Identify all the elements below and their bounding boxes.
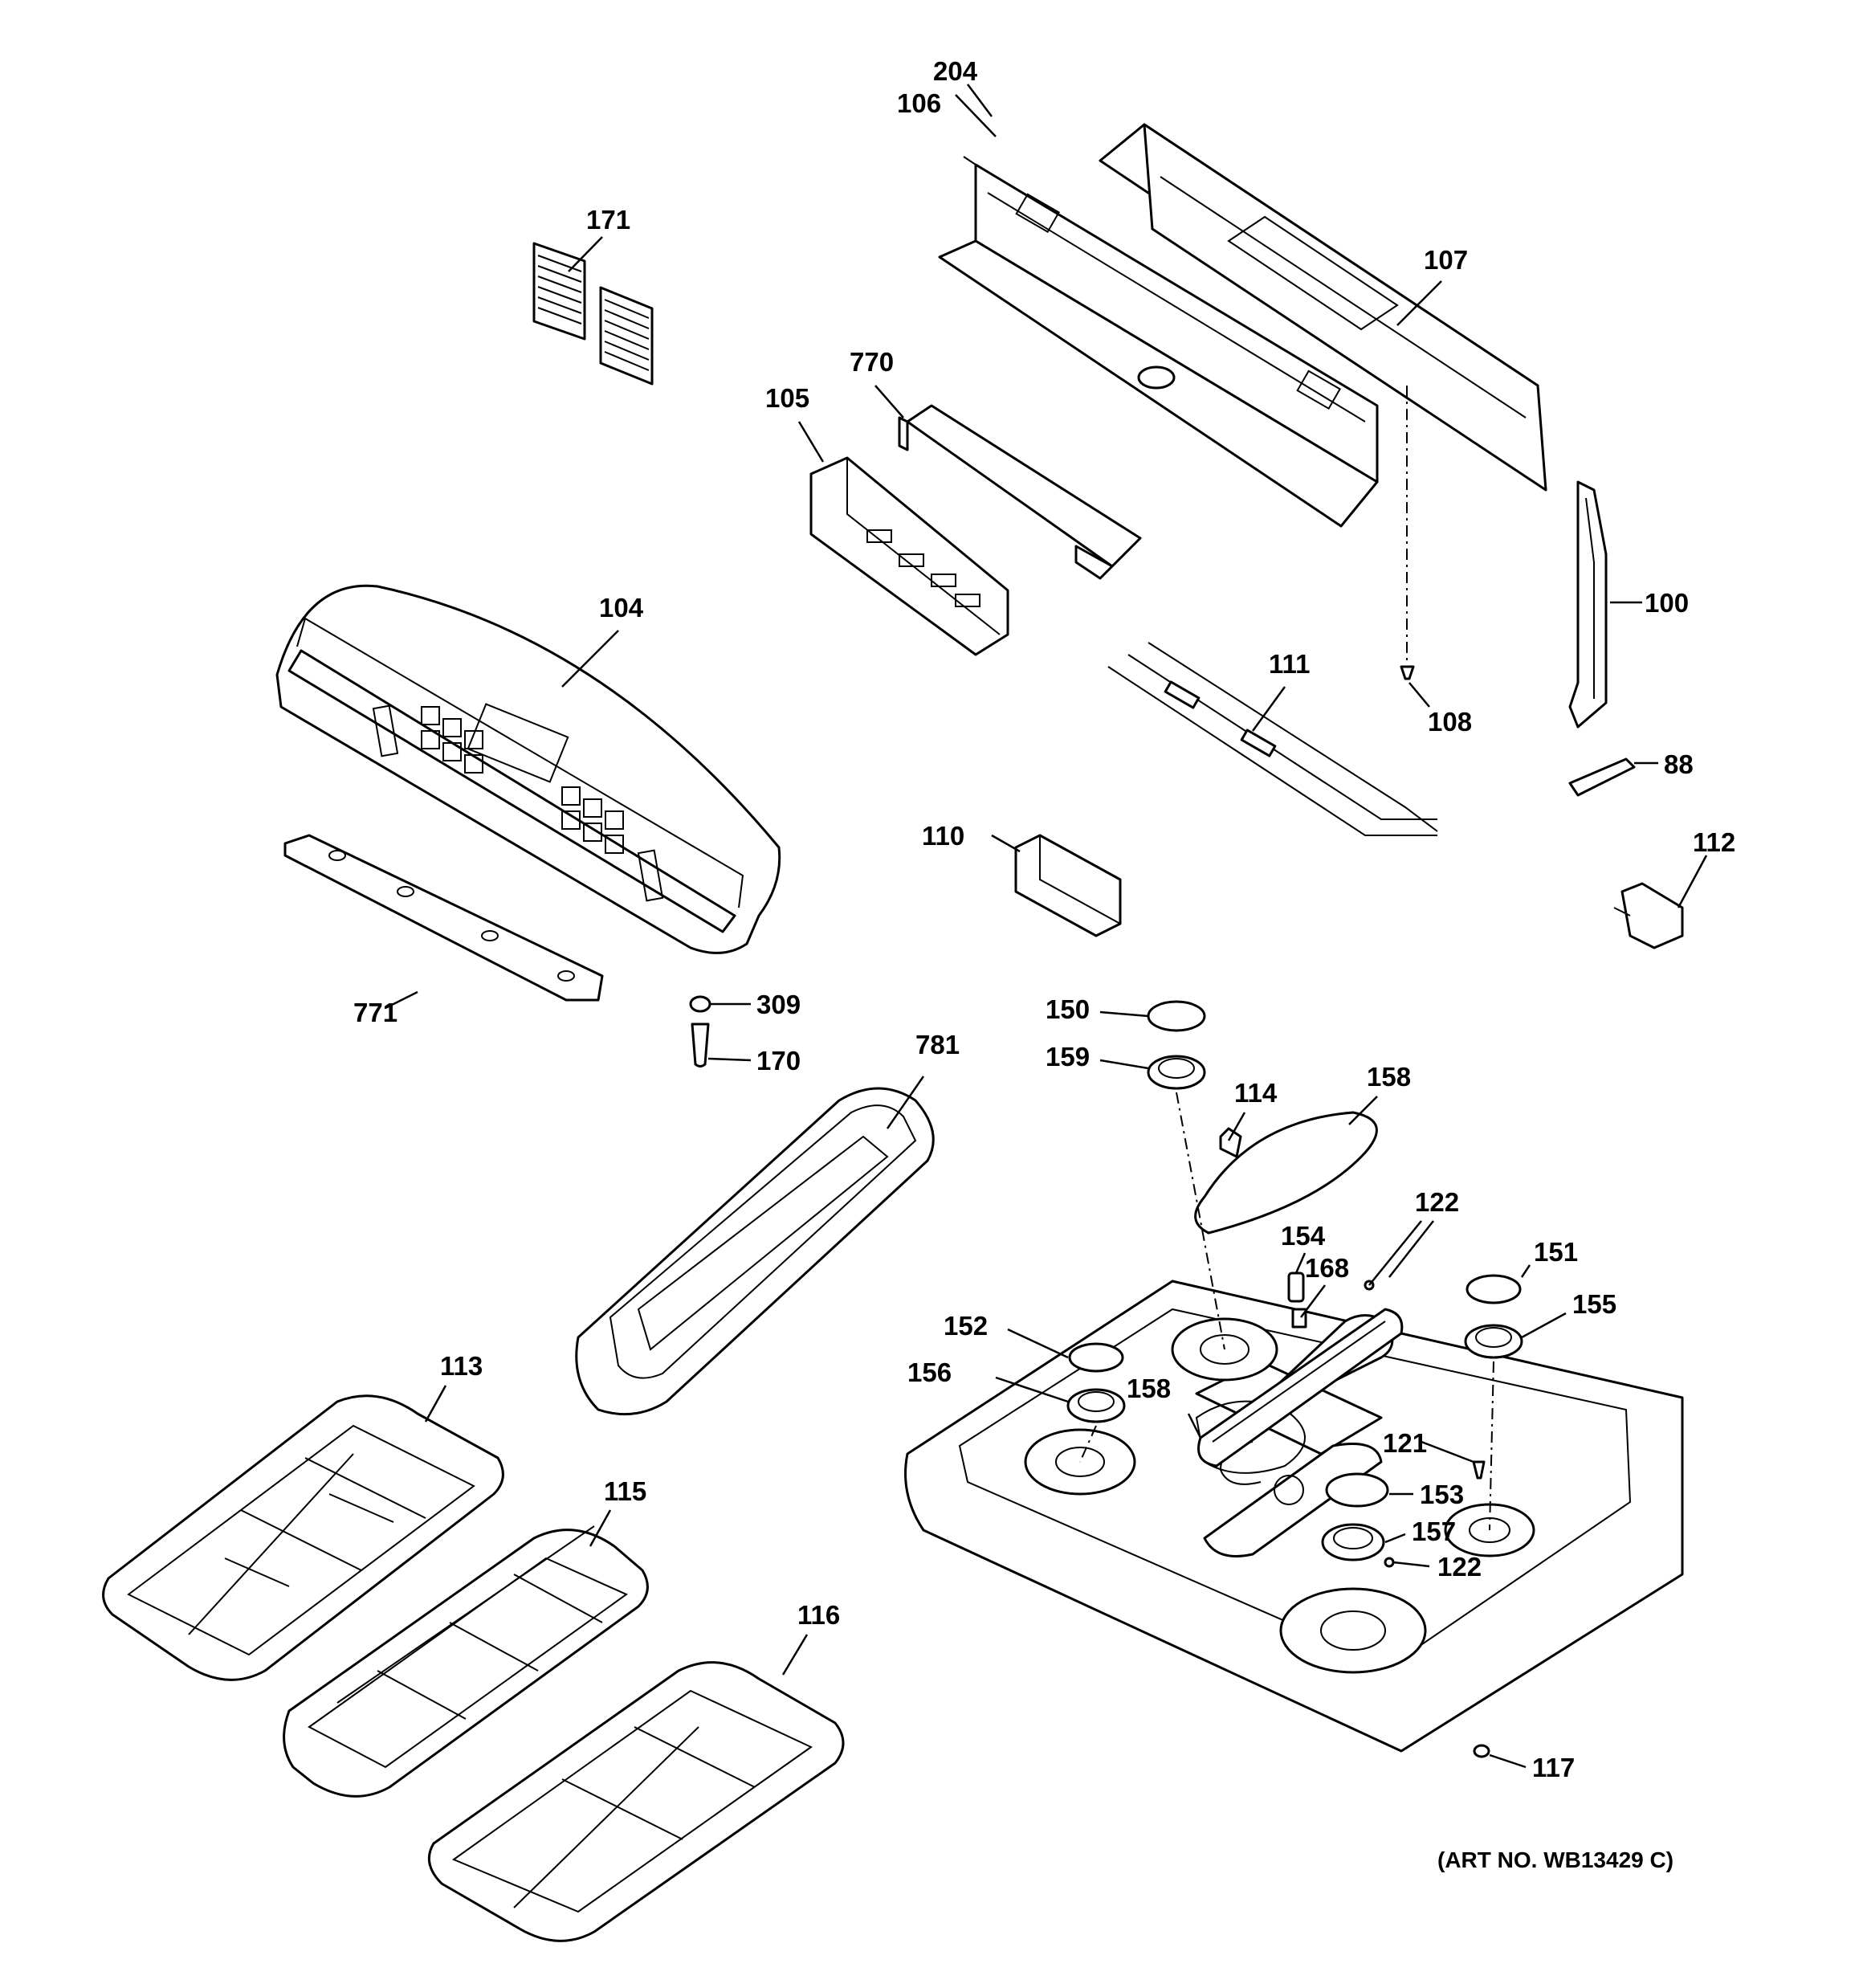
part-112-valve xyxy=(1613,882,1684,949)
part-156-burner-head xyxy=(1066,1388,1126,1423)
callout-100: 100 xyxy=(1645,588,1689,618)
part-88-strip xyxy=(1568,757,1636,797)
callout-113: 113 xyxy=(440,1351,483,1381)
callout-107: 107 xyxy=(1424,245,1468,275)
callout-155: 155 xyxy=(1572,1289,1616,1319)
part-153-burner-cap xyxy=(1325,1472,1389,1508)
part-159-burner-head xyxy=(1147,1055,1206,1090)
callout-154: 154 xyxy=(1281,1221,1326,1251)
part-158-griddle-burner xyxy=(1197,1308,1404,1468)
callout-121: 121 xyxy=(1383,1428,1427,1458)
alignment-line-156 xyxy=(1079,1425,1097,1463)
part-171-vent-grilles xyxy=(532,242,654,386)
callout-771: 771 xyxy=(353,998,397,1027)
part-150-burner-cap xyxy=(1147,1000,1206,1032)
part-106-backguard-bracket xyxy=(938,156,1379,528)
part-781-griddle xyxy=(575,1087,935,1416)
alignment-line-159 xyxy=(1176,1092,1225,1350)
part-152-burner-cap xyxy=(1068,1342,1124,1373)
part-114-clip xyxy=(1219,1127,1242,1158)
callout-112: 112 xyxy=(1693,827,1735,857)
part-309-washer xyxy=(689,995,711,1013)
callout-150: 150 xyxy=(1046,994,1090,1024)
part-122-screw-lower xyxy=(1384,1557,1395,1568)
callout-88: 88 xyxy=(1664,749,1694,779)
part-155-burner-head xyxy=(1464,1324,1523,1359)
part-116-grate-right xyxy=(427,1661,845,1942)
part-157-burner-head xyxy=(1321,1523,1385,1561)
part-104-control-panel xyxy=(275,584,781,954)
part-770-control-bracket xyxy=(898,404,1142,580)
part-110-connector-block xyxy=(1014,834,1122,937)
callout-labels: 204 106 171 107 770 105 100 104 111 108 … xyxy=(353,56,1735,1872)
callout-770: 770 xyxy=(850,347,894,377)
callout-117: 117 xyxy=(1532,1753,1575,1782)
callout-156: 156 xyxy=(907,1357,952,1387)
part-151-burner-cap xyxy=(1466,1274,1522,1304)
callout-152: 152 xyxy=(944,1311,988,1341)
callout-104: 104 xyxy=(599,593,644,623)
cooktop-center-plate xyxy=(1203,1443,1383,1557)
callout-159: 159 xyxy=(1046,1042,1090,1072)
callout-110: 110 xyxy=(922,821,964,851)
callout-170: 170 xyxy=(756,1046,801,1076)
part-111-wire-harness xyxy=(1107,642,1438,836)
part-100-side-trim xyxy=(1568,480,1608,729)
callout-115: 115 xyxy=(604,1476,646,1506)
callout-105: 105 xyxy=(765,383,809,413)
leader-lines xyxy=(385,84,1708,1769)
part-105-control-board xyxy=(809,456,1009,656)
cooktop-burner-front-center xyxy=(1279,1587,1427,1674)
callout-122-upper: 122 xyxy=(1415,1187,1459,1217)
callout-151: 151 xyxy=(1534,1237,1578,1267)
part-108-screw xyxy=(1400,386,1415,680)
callout-116: 116 xyxy=(797,1600,840,1630)
callout-158-lower: 158 xyxy=(1127,1374,1171,1403)
part-170-screw xyxy=(691,1023,710,1067)
callout-111: 111 xyxy=(1269,649,1310,679)
part-115-grate-center xyxy=(283,1525,649,1798)
part-107-rear-panel xyxy=(1099,123,1547,492)
part-113-grate-left xyxy=(102,1394,504,1681)
part-771-trim-strip xyxy=(283,834,604,1002)
callout-158-upper: 158 xyxy=(1367,1062,1411,1092)
callout-171: 171 xyxy=(586,205,630,235)
part-121-screw xyxy=(1472,1460,1486,1480)
part-117-nut xyxy=(1473,1744,1490,1758)
callout-781: 781 xyxy=(915,1030,960,1059)
callout-122-lower: 122 xyxy=(1437,1552,1482,1582)
callout-204: 204 xyxy=(933,56,978,86)
callout-114: 114 xyxy=(1234,1078,1278,1108)
callout-168: 168 xyxy=(1305,1253,1349,1283)
art-number: (ART NO. WB13429 C) xyxy=(1437,1847,1673,1872)
callout-309: 309 xyxy=(756,990,801,1019)
part-154-orifice xyxy=(1287,1272,1305,1303)
alignment-line-155 xyxy=(1489,1361,1494,1531)
callout-106: 106 xyxy=(897,88,941,118)
callout-157: 157 xyxy=(1412,1517,1456,1546)
callout-153: 153 xyxy=(1420,1480,1464,1509)
callout-108: 108 xyxy=(1428,707,1472,737)
